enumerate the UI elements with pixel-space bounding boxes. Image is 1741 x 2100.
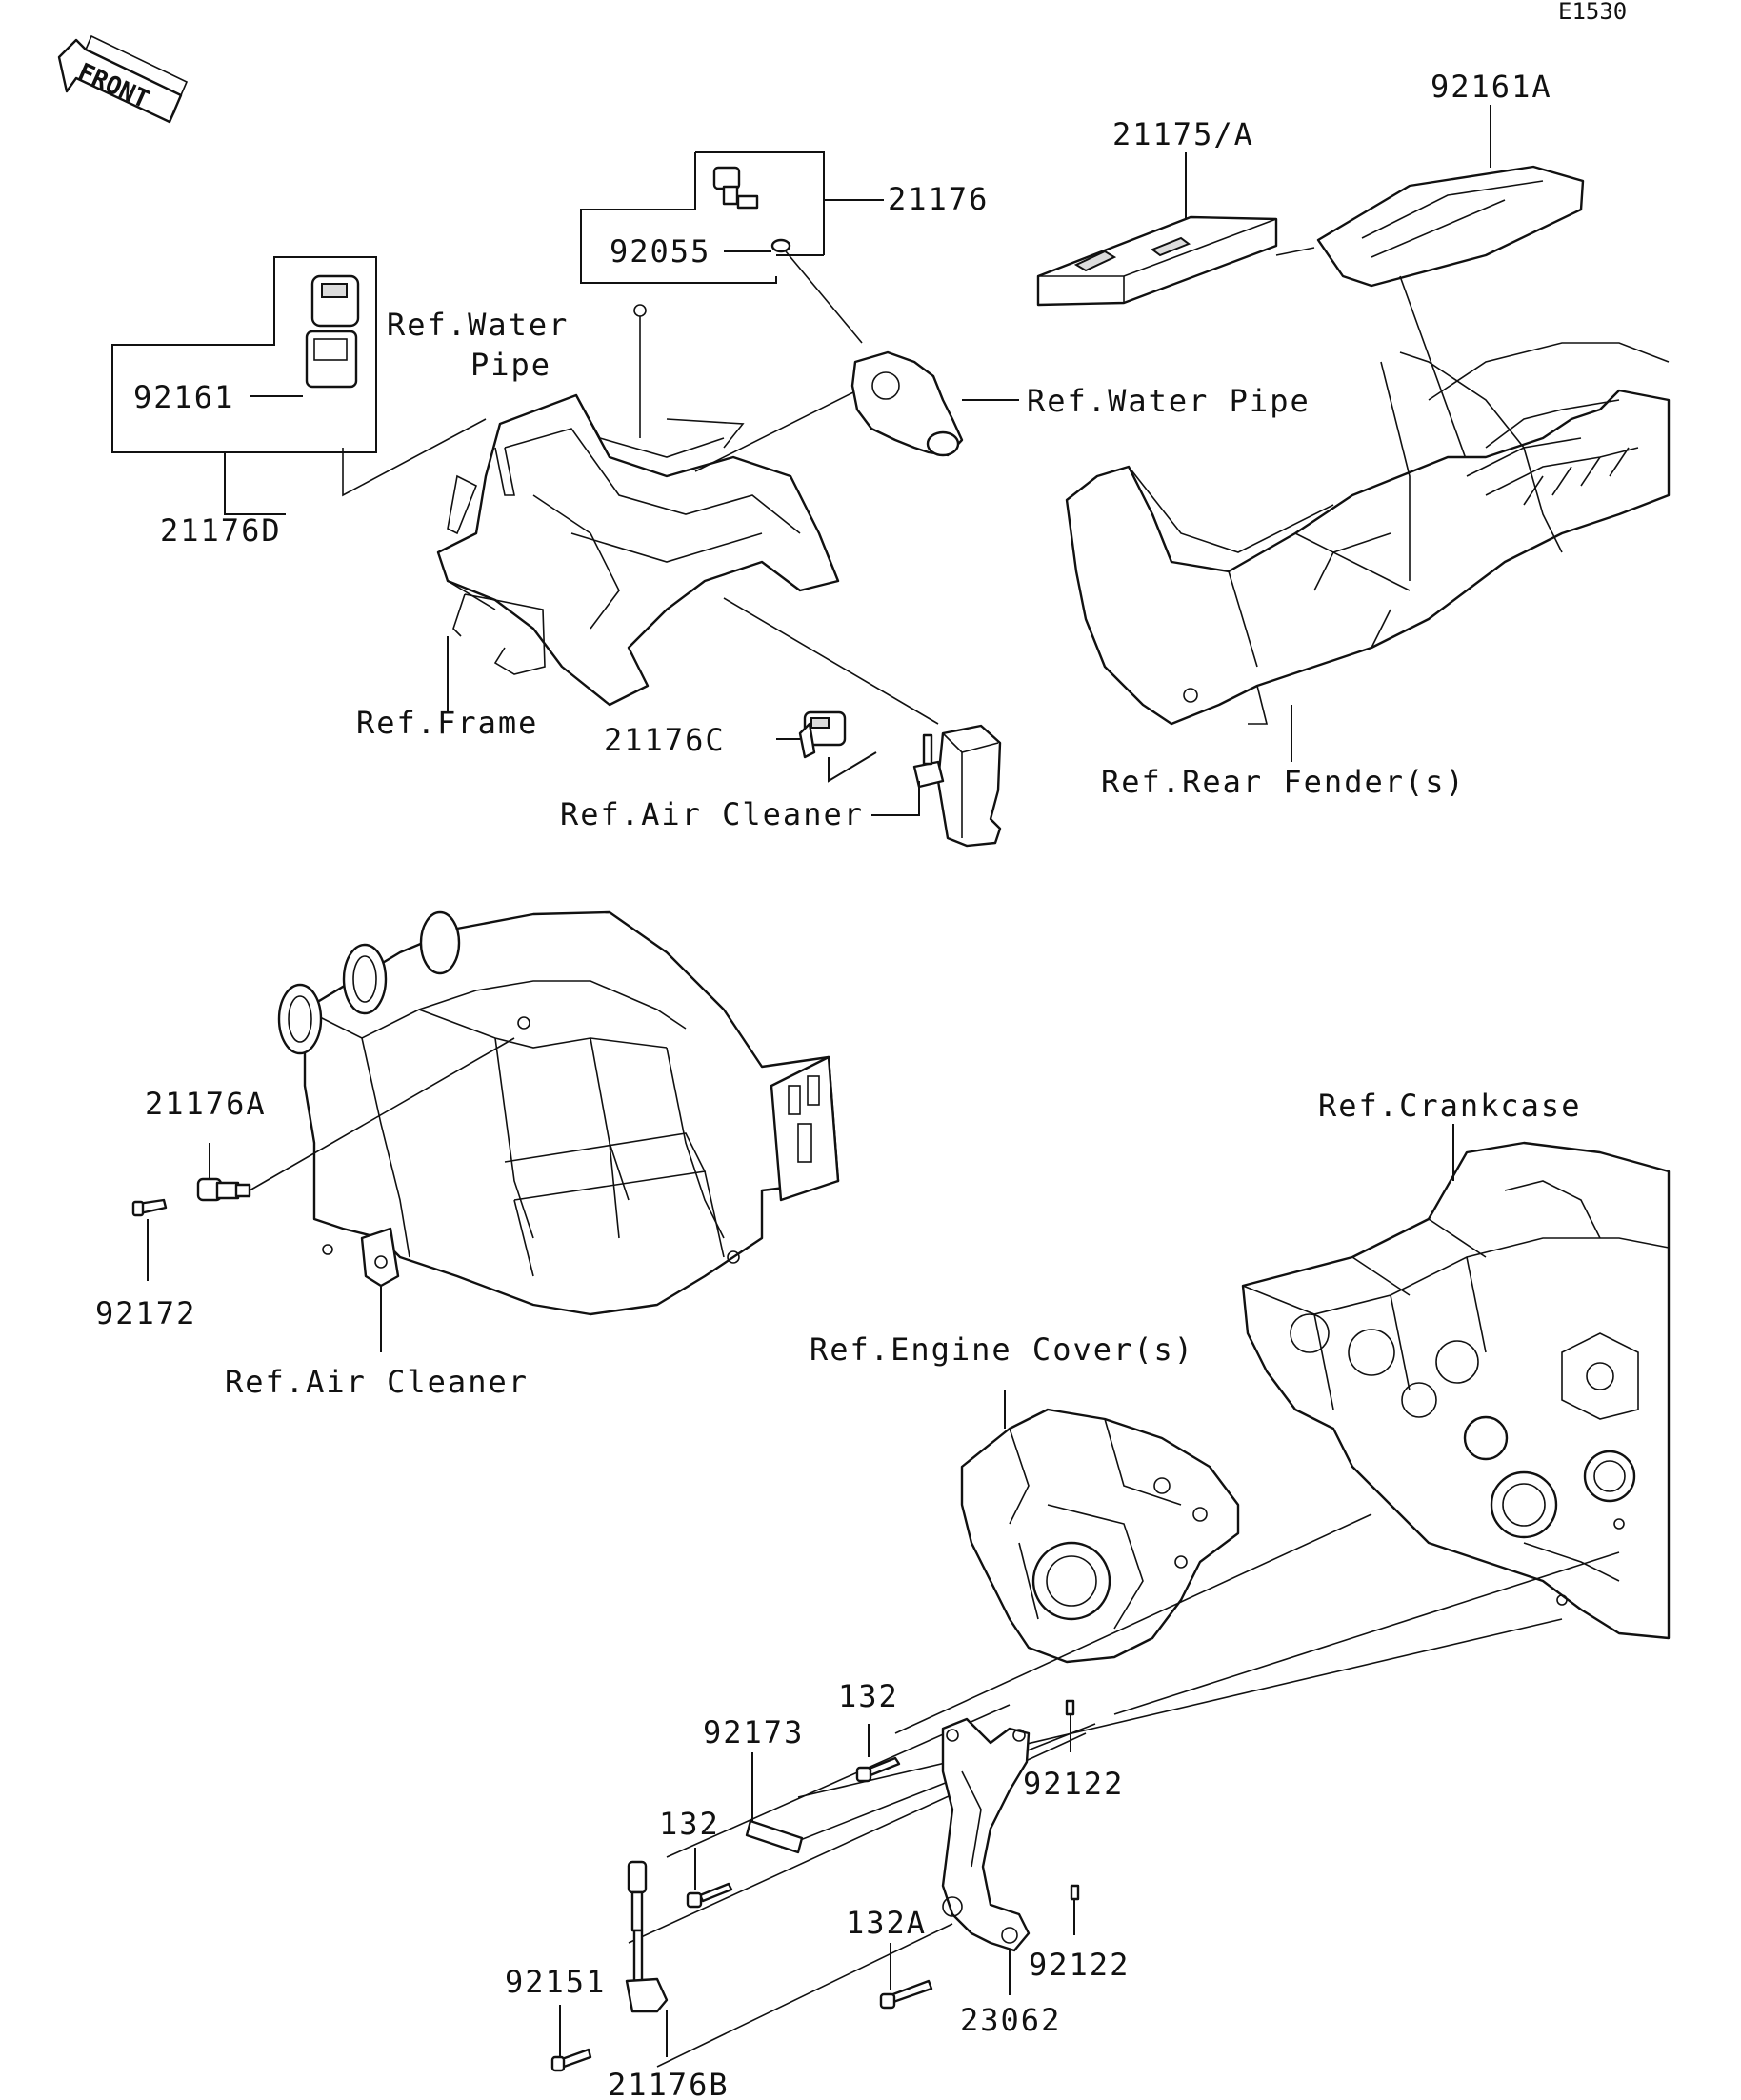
label-132-lower: 132 xyxy=(659,1806,720,1842)
crankcase xyxy=(1241,1124,1671,1640)
label-ref-rear-fender: Ref.Rear Fender(s) xyxy=(1101,764,1466,800)
label-92161A: 92161A xyxy=(1431,69,1552,105)
air-cleaner-duct-piece xyxy=(871,724,1002,848)
label-21176A: 21176A xyxy=(145,1086,267,1122)
label-21176D: 21176D xyxy=(160,512,282,549)
part-92173-spacer xyxy=(745,1752,804,1854)
label-21176C: 21176C xyxy=(604,722,726,758)
part-92151-bolt xyxy=(550,2005,592,2072)
front-arrow-icon: FRONT xyxy=(57,34,189,124)
label-21176B: 21176B xyxy=(608,2067,730,2100)
label-ref-water-pipe-1a: Ref.Water xyxy=(387,307,569,343)
part-132-bolt-upper xyxy=(855,1724,901,1783)
part-92122-pin-upper xyxy=(1065,1699,1075,1752)
label-23062: 23062 xyxy=(960,2002,1061,2038)
water-pipe-housing xyxy=(850,350,1019,457)
label-21176: 21176 xyxy=(888,181,989,217)
label-132-upper: 132 xyxy=(838,1678,899,1714)
label-ref-water-pipe-1b: Pipe xyxy=(470,347,551,383)
label-ref-air-cleaner-2: Ref.Air Cleaner xyxy=(225,1364,529,1400)
rear-fender xyxy=(1065,342,1671,762)
label-132A: 132A xyxy=(846,1905,927,1941)
label-92161: 92161 xyxy=(133,379,234,415)
label-21175A: 21175/A xyxy=(1112,116,1254,152)
label-92172: 92172 xyxy=(95,1295,196,1331)
diagram-code: E1530 xyxy=(1558,0,1627,25)
part-23062-bracket xyxy=(941,1717,1031,1995)
part-21176A-sensor xyxy=(196,1037,515,1202)
label-ref-engine-cover: Ref.Engine Cover(s) xyxy=(810,1331,1194,1368)
label-ref-air-cleaner-1: Ref.Air Cleaner xyxy=(560,796,864,832)
part-92172-bolt xyxy=(131,1198,168,1281)
engine-cover xyxy=(960,1390,1240,1664)
part-21175A-ecu xyxy=(1036,152,1315,307)
part-132A-bolt xyxy=(879,1943,933,2010)
label-ref-crankcase: Ref.Crankcase xyxy=(1318,1088,1581,1124)
frame-structure xyxy=(436,304,939,725)
part-21176B-sensor xyxy=(625,1860,669,2057)
label-ref-water-pipe-2: Ref.Water Pipe xyxy=(1027,383,1311,419)
label-92122-lower: 92122 xyxy=(1029,1947,1130,1983)
frame-clip xyxy=(447,593,546,712)
part-132-bolt-lower xyxy=(686,1848,733,1909)
label-92122-upper: 92122 xyxy=(1023,1766,1124,1802)
part-21176C-sensor xyxy=(776,710,877,783)
label-92173: 92173 xyxy=(703,1714,804,1750)
label-92151: 92151 xyxy=(505,1964,606,2000)
part-21176-sensor xyxy=(580,151,884,344)
label-92055: 92055 xyxy=(610,233,710,270)
part-92122-pin-lower xyxy=(1070,1884,1080,1935)
part-92161-connectors xyxy=(111,256,487,515)
label-ref-frame: Ref.Frame xyxy=(356,705,538,741)
air-cleaner-box xyxy=(277,910,840,1352)
